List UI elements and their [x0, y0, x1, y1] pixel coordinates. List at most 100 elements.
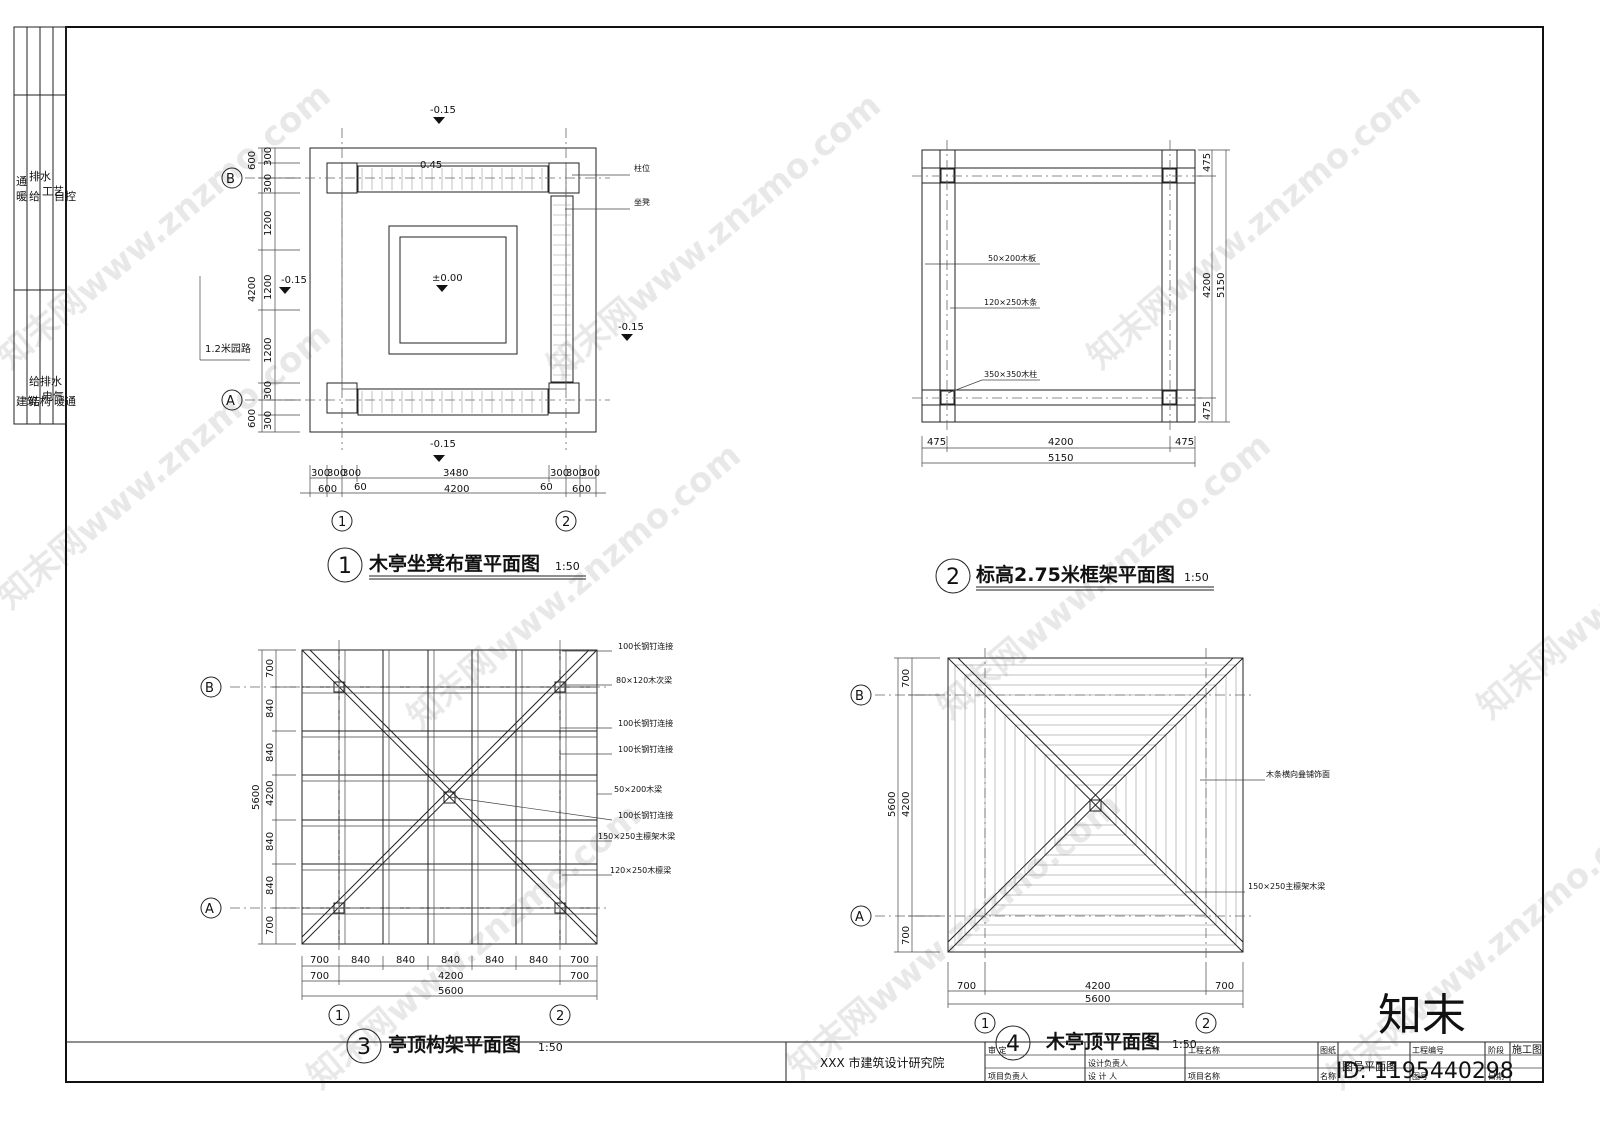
- dim-label: 840: [485, 955, 504, 966]
- dim-label: 300: [327, 468, 346, 479]
- leader-label: 50×200木梁: [614, 784, 662, 794]
- drawing-number: 3: [357, 1035, 371, 1060]
- strip-label: 暖通: [54, 395, 76, 408]
- drawing-scale: 1:50: [538, 1041, 563, 1054]
- dim-label: 475: [1175, 437, 1194, 448]
- dim-label: 700: [901, 669, 912, 688]
- title-cell: 日期: [1488, 1072, 1504, 1081]
- dim-label: 4200: [901, 792, 912, 817]
- strip-label: 通: [16, 175, 27, 188]
- axis-bubble: 2: [1202, 1017, 1210, 1032]
- watermark-text: 知末网www.znzmo.com: [0, 75, 339, 377]
- level-mark: -0.15: [430, 105, 456, 116]
- title-cell: 审 定: [988, 1045, 1007, 1055]
- logo-text: 知末: [1378, 990, 1466, 1041]
- dim-label: 840: [396, 955, 415, 966]
- institute-name: XXX 市建筑设计研究院: [820, 1055, 944, 1070]
- strip-label: 给排水: [29, 374, 62, 388]
- dim-label: 600: [247, 409, 258, 428]
- watermark-text: 知末网www.znzmo.com: [400, 435, 749, 737]
- dim-label: 300: [263, 147, 274, 166]
- leader-label: 坐凳: [634, 197, 650, 207]
- dim-label: 700: [570, 971, 589, 982]
- drawing-title: 亭顶构架平面图: [388, 1033, 521, 1056]
- dim-label: 5600: [438, 986, 463, 997]
- dim-label: 4200: [438, 971, 463, 982]
- dim-label: 60: [540, 482, 553, 493]
- watermark-text: 知末网www.znzmo.com: [0, 315, 339, 617]
- leader-label: 1.2米园路: [205, 342, 251, 355]
- title-cell: 阶段: [1488, 1045, 1504, 1055]
- leader-label: 木条横向叠铺饰面: [1266, 769, 1330, 779]
- strip-label: 自控: [54, 189, 76, 203]
- axis-bubble: 2: [556, 1009, 564, 1024]
- strip-label: 建筑: [16, 394, 38, 408]
- drawing-4-roof-plan: 木条横向叠铺饰面 150×250主檩架木梁 700 4200 700 5600 …: [850, 648, 1330, 1061]
- axis-bubble: B: [855, 689, 864, 704]
- drawing-1-bench-plan: -0.15 -0.15 -0.15 -0.15 ±0.00 0.45 柱位 坐凳…: [199, 105, 650, 583]
- dim-label: 600: [318, 484, 337, 495]
- leader-label: 120×250木檩梁: [610, 865, 671, 875]
- dim-label: 60: [354, 482, 367, 493]
- axis-bubble: 2: [562, 515, 570, 530]
- dim-label: 700: [957, 981, 976, 992]
- dim-label: 5600: [1085, 994, 1110, 1005]
- dim-label: 1200: [263, 338, 274, 363]
- axis-bubble: A: [205, 902, 214, 917]
- dim-label: 300: [311, 468, 330, 479]
- dim-label: 5600: [887, 792, 898, 817]
- dim-label: 1200: [263, 211, 274, 236]
- drawing-number: 2: [946, 565, 960, 590]
- title-block: XXX 市建筑设计研究院 审 定 项目负责人 设计负责人 设 计 人 工程名称 …: [66, 1041, 1543, 1082]
- dim-label: 4200: [265, 781, 276, 806]
- title-cell: 设 计 人: [1088, 1071, 1117, 1081]
- dim-label: 600: [572, 484, 591, 495]
- dim-label: 840: [265, 743, 276, 762]
- dim-label: 300: [342, 468, 361, 479]
- dim-label: 300: [581, 468, 600, 479]
- dim-label: 1200: [263, 275, 274, 300]
- left-signature-strip: 暖 通 给 排水 工艺 自控 建筑 结构 电气 暖通 给排水: [13, 26, 76, 425]
- dim-label: 700: [901, 926, 912, 945]
- dim-label: 4200: [1048, 437, 1073, 448]
- leader-label: 150×250主檩架木梁: [598, 831, 675, 841]
- drawing-scale: 1:50: [1184, 571, 1209, 584]
- dim-label: 5600: [251, 785, 262, 810]
- level-mark: -0.15: [281, 275, 307, 286]
- leader-label: 100长钢钉连接: [618, 641, 673, 651]
- leader-label: 50×200木板: [988, 253, 1036, 263]
- dim-label: 840: [441, 955, 460, 966]
- drawing-scale: 1:50: [555, 560, 580, 573]
- watermark-text: 知末网www.znzmo.com: [1080, 75, 1429, 377]
- drawing-2-frame-plan: 50×200木板 120×250木条 350×350木柱 475 4200 47…: [912, 140, 1230, 594]
- title-cell: 图纸: [1320, 1045, 1336, 1055]
- strip-label: 结构: [29, 394, 51, 408]
- drawing-title: 标高2.75米框架平面图: [976, 563, 1175, 586]
- leader-label: 100长钢钉连接: [618, 810, 673, 820]
- id-text: ID: 1195440298: [1336, 1059, 1514, 1084]
- dim-label: 300: [566, 468, 585, 479]
- dim-label: 300: [263, 381, 274, 400]
- dim-label: 700: [265, 659, 276, 678]
- dim-label: 300: [263, 411, 274, 430]
- title-cell: 名称: [1320, 1071, 1336, 1081]
- dim-label: 700: [265, 916, 276, 935]
- axis-bubble: 1: [335, 1009, 343, 1024]
- dim-label: 700: [570, 955, 589, 966]
- title-cell: 工程名称: [1188, 1045, 1220, 1055]
- dim-label: 5150: [1216, 273, 1227, 298]
- title-cell: 施工图: [1512, 1043, 1542, 1056]
- dim-label: 600: [247, 151, 258, 170]
- dim-label: 475: [927, 437, 946, 448]
- level-mark: -0.15: [618, 322, 644, 333]
- dim-label: 4200: [1085, 981, 1110, 992]
- strip-label: 电气: [42, 389, 64, 403]
- dim-label: 3480: [443, 468, 468, 479]
- strip-label: 工艺: [42, 185, 64, 198]
- axis-bubble: A: [226, 394, 235, 409]
- level-mark: -0.15: [430, 439, 456, 450]
- leader-label: 150×250主檩架木梁: [1248, 881, 1325, 891]
- strip-label: 暖: [16, 190, 27, 203]
- dim-label: 5150: [1048, 453, 1073, 464]
